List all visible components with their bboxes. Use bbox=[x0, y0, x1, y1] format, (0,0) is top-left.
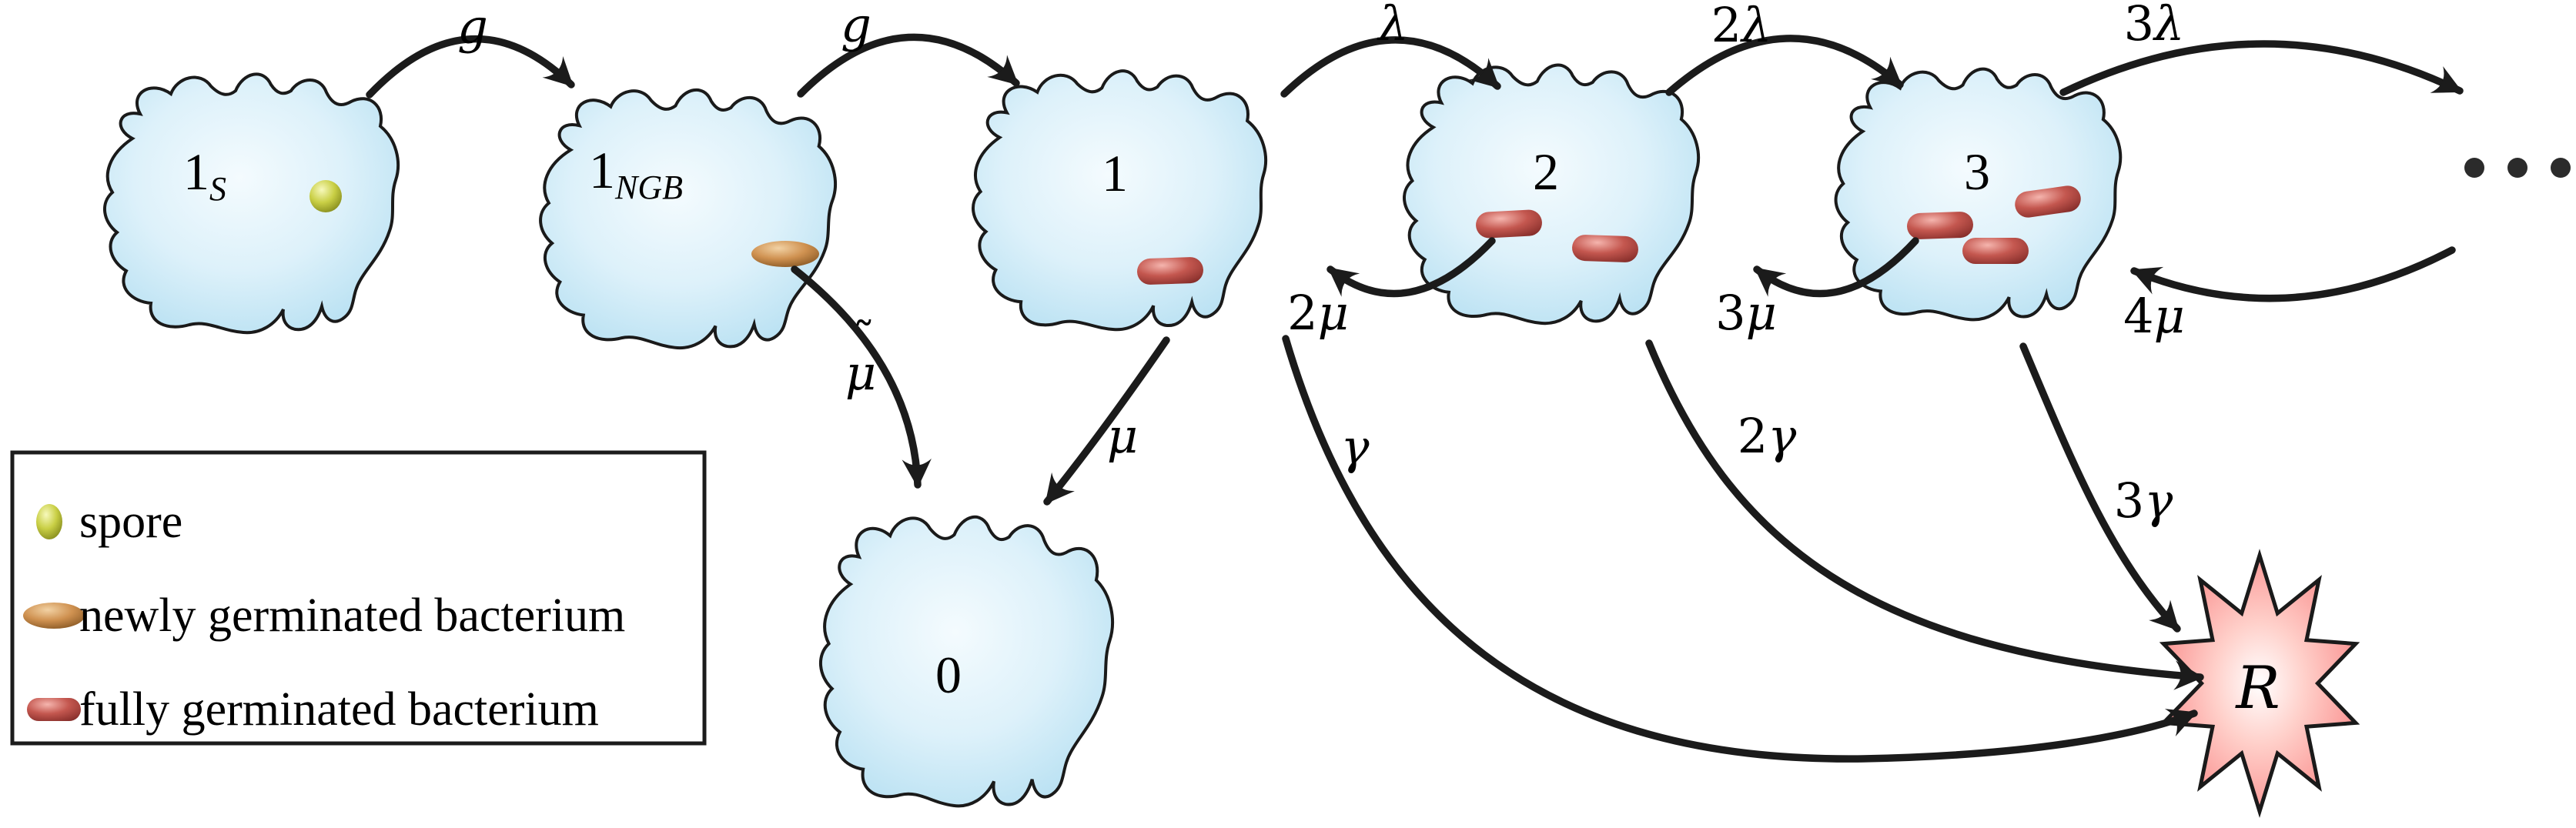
arrow-4mu-next-to-3 bbox=[2130, 246, 2456, 302]
state-label-2: 2 bbox=[1533, 142, 1559, 201]
spore-icon bbox=[309, 180, 342, 212]
rate-label-2gamma: 2γ bbox=[1738, 408, 1797, 464]
legend-label-newly-germinated: newly germinated bacterium bbox=[79, 589, 625, 642]
state-label-1s: 1S bbox=[183, 142, 226, 208]
rate-label-4mu: 4μ bbox=[2123, 288, 2185, 344]
rate-label-3mu: 3μ bbox=[1715, 285, 1777, 341]
burst-state-r bbox=[2163, 556, 2356, 812]
fgb-icon bbox=[1962, 238, 2029, 264]
state-label-0: 0 bbox=[935, 646, 962, 704]
cell-state-0 bbox=[816, 511, 1116, 812]
rate-label-g-2: g bbox=[841, 0, 871, 53]
fgb-icon bbox=[1906, 211, 1974, 240]
rate-label-g-1: g bbox=[457, 0, 488, 55]
cell-state-1s bbox=[102, 72, 400, 335]
fgb-icon bbox=[1571, 234, 1639, 263]
legend-item-newly-germinated: newly germinated bacterium bbox=[23, 589, 625, 642]
rate-label-lambda: λ bbox=[1376, 0, 1408, 52]
arrow-3mu-3-to-2 bbox=[1753, 237, 1919, 298]
fgb-icon bbox=[1136, 256, 1204, 285]
rate-label-2lambda: 2λ bbox=[1711, 0, 1772, 53]
arrow-g-1ngb-to-1 bbox=[797, 33, 1020, 98]
fgb-icon bbox=[1475, 209, 1543, 239]
rate-label-mutilde-accent: ˜ bbox=[853, 312, 875, 365]
rate-label-3gamma: 3γ bbox=[2114, 472, 2173, 529]
legend-item-spore: spore bbox=[36, 496, 182, 548]
state-label-r: R bbox=[2234, 653, 2280, 722]
arrow-mutilde-1ngb-to-0 bbox=[791, 265, 932, 489]
rate-label-3lambda: 3λ bbox=[2124, 0, 2185, 52]
legend-item-fully-germinated: fully germinated bacterium bbox=[27, 683, 599, 736]
state-label-1ngb: 1NGB bbox=[589, 141, 683, 206]
arrow-lambda-1-to-2 bbox=[1280, 36, 1501, 98]
arrow-g-1s-to-1ngb bbox=[366, 35, 575, 98]
legend-label-spore: spore bbox=[79, 496, 182, 548]
ellipsis-dots-icon bbox=[2464, 158, 2571, 178]
state-label-3: 3 bbox=[1964, 142, 1990, 201]
arrow-2gamma-2-to-r bbox=[1645, 339, 2204, 690]
rate-label-2mu: 2μ bbox=[1287, 285, 1349, 341]
cell-state-1ngb bbox=[536, 85, 838, 353]
arrow-2mu-2-to-1 bbox=[1326, 237, 1496, 298]
fully-germinated-bacterium-icon bbox=[27, 698, 81, 721]
legend-label-fully-germinated: fully germinated bacterium bbox=[79, 683, 599, 736]
newly-germinated-bacterium-icon bbox=[23, 603, 85, 629]
legend-box bbox=[10, 450, 707, 746]
newly-germinated-bacterium-icon bbox=[751, 241, 819, 267]
spore-icon bbox=[36, 504, 62, 539]
rate-label-gamma: γ bbox=[1340, 419, 1370, 475]
rate-label-mutilde: μ bbox=[845, 345, 876, 401]
legend: spore newly germinated bacterium fully g… bbox=[10, 450, 707, 746]
rate-label-mu: μ bbox=[1107, 408, 1138, 464]
arrow-gamma-1-to-r bbox=[1282, 335, 2198, 763]
arrow-3lambda-3-to-next bbox=[2059, 40, 2464, 96]
arrow-3gamma-3-to-r bbox=[2019, 342, 2181, 633]
arrow-mu-1-to-0 bbox=[1043, 336, 1170, 506]
state-label-1: 1 bbox=[1102, 144, 1128, 202]
arrow-2lambda-2-to-3 bbox=[1665, 35, 1904, 96]
